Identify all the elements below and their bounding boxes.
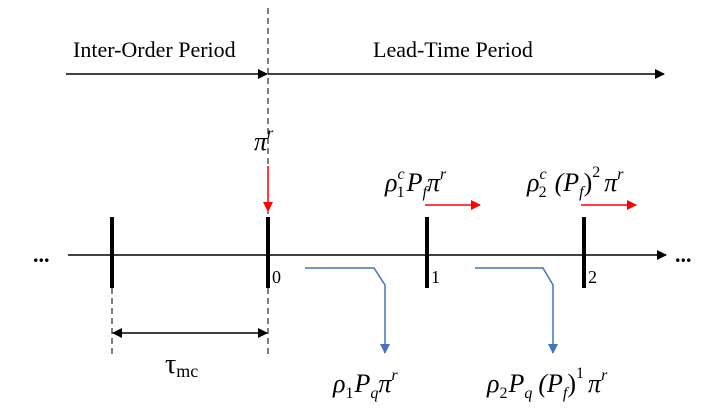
pi-r-label: πr: [254, 125, 274, 156]
blue-bent-arrow-2: [475, 267, 558, 354]
tick-label-0: 0: [272, 267, 281, 287]
tick-label-1: 1: [431, 267, 440, 287]
tick-label-2: 2: [588, 267, 597, 287]
rho1-expression: ρ1Pqπr: [332, 367, 398, 402]
inter-order-period-label: Inter-Order Period: [73, 37, 236, 62]
tau-mc-label: τmc: [165, 349, 198, 381]
lead-time-period-label: Lead-Time Period: [373, 37, 533, 62]
ellipsis-right: ...: [675, 242, 692, 267]
blue-bent-arrow-1: [305, 267, 390, 354]
ellipsis-left: ...: [33, 242, 50, 267]
